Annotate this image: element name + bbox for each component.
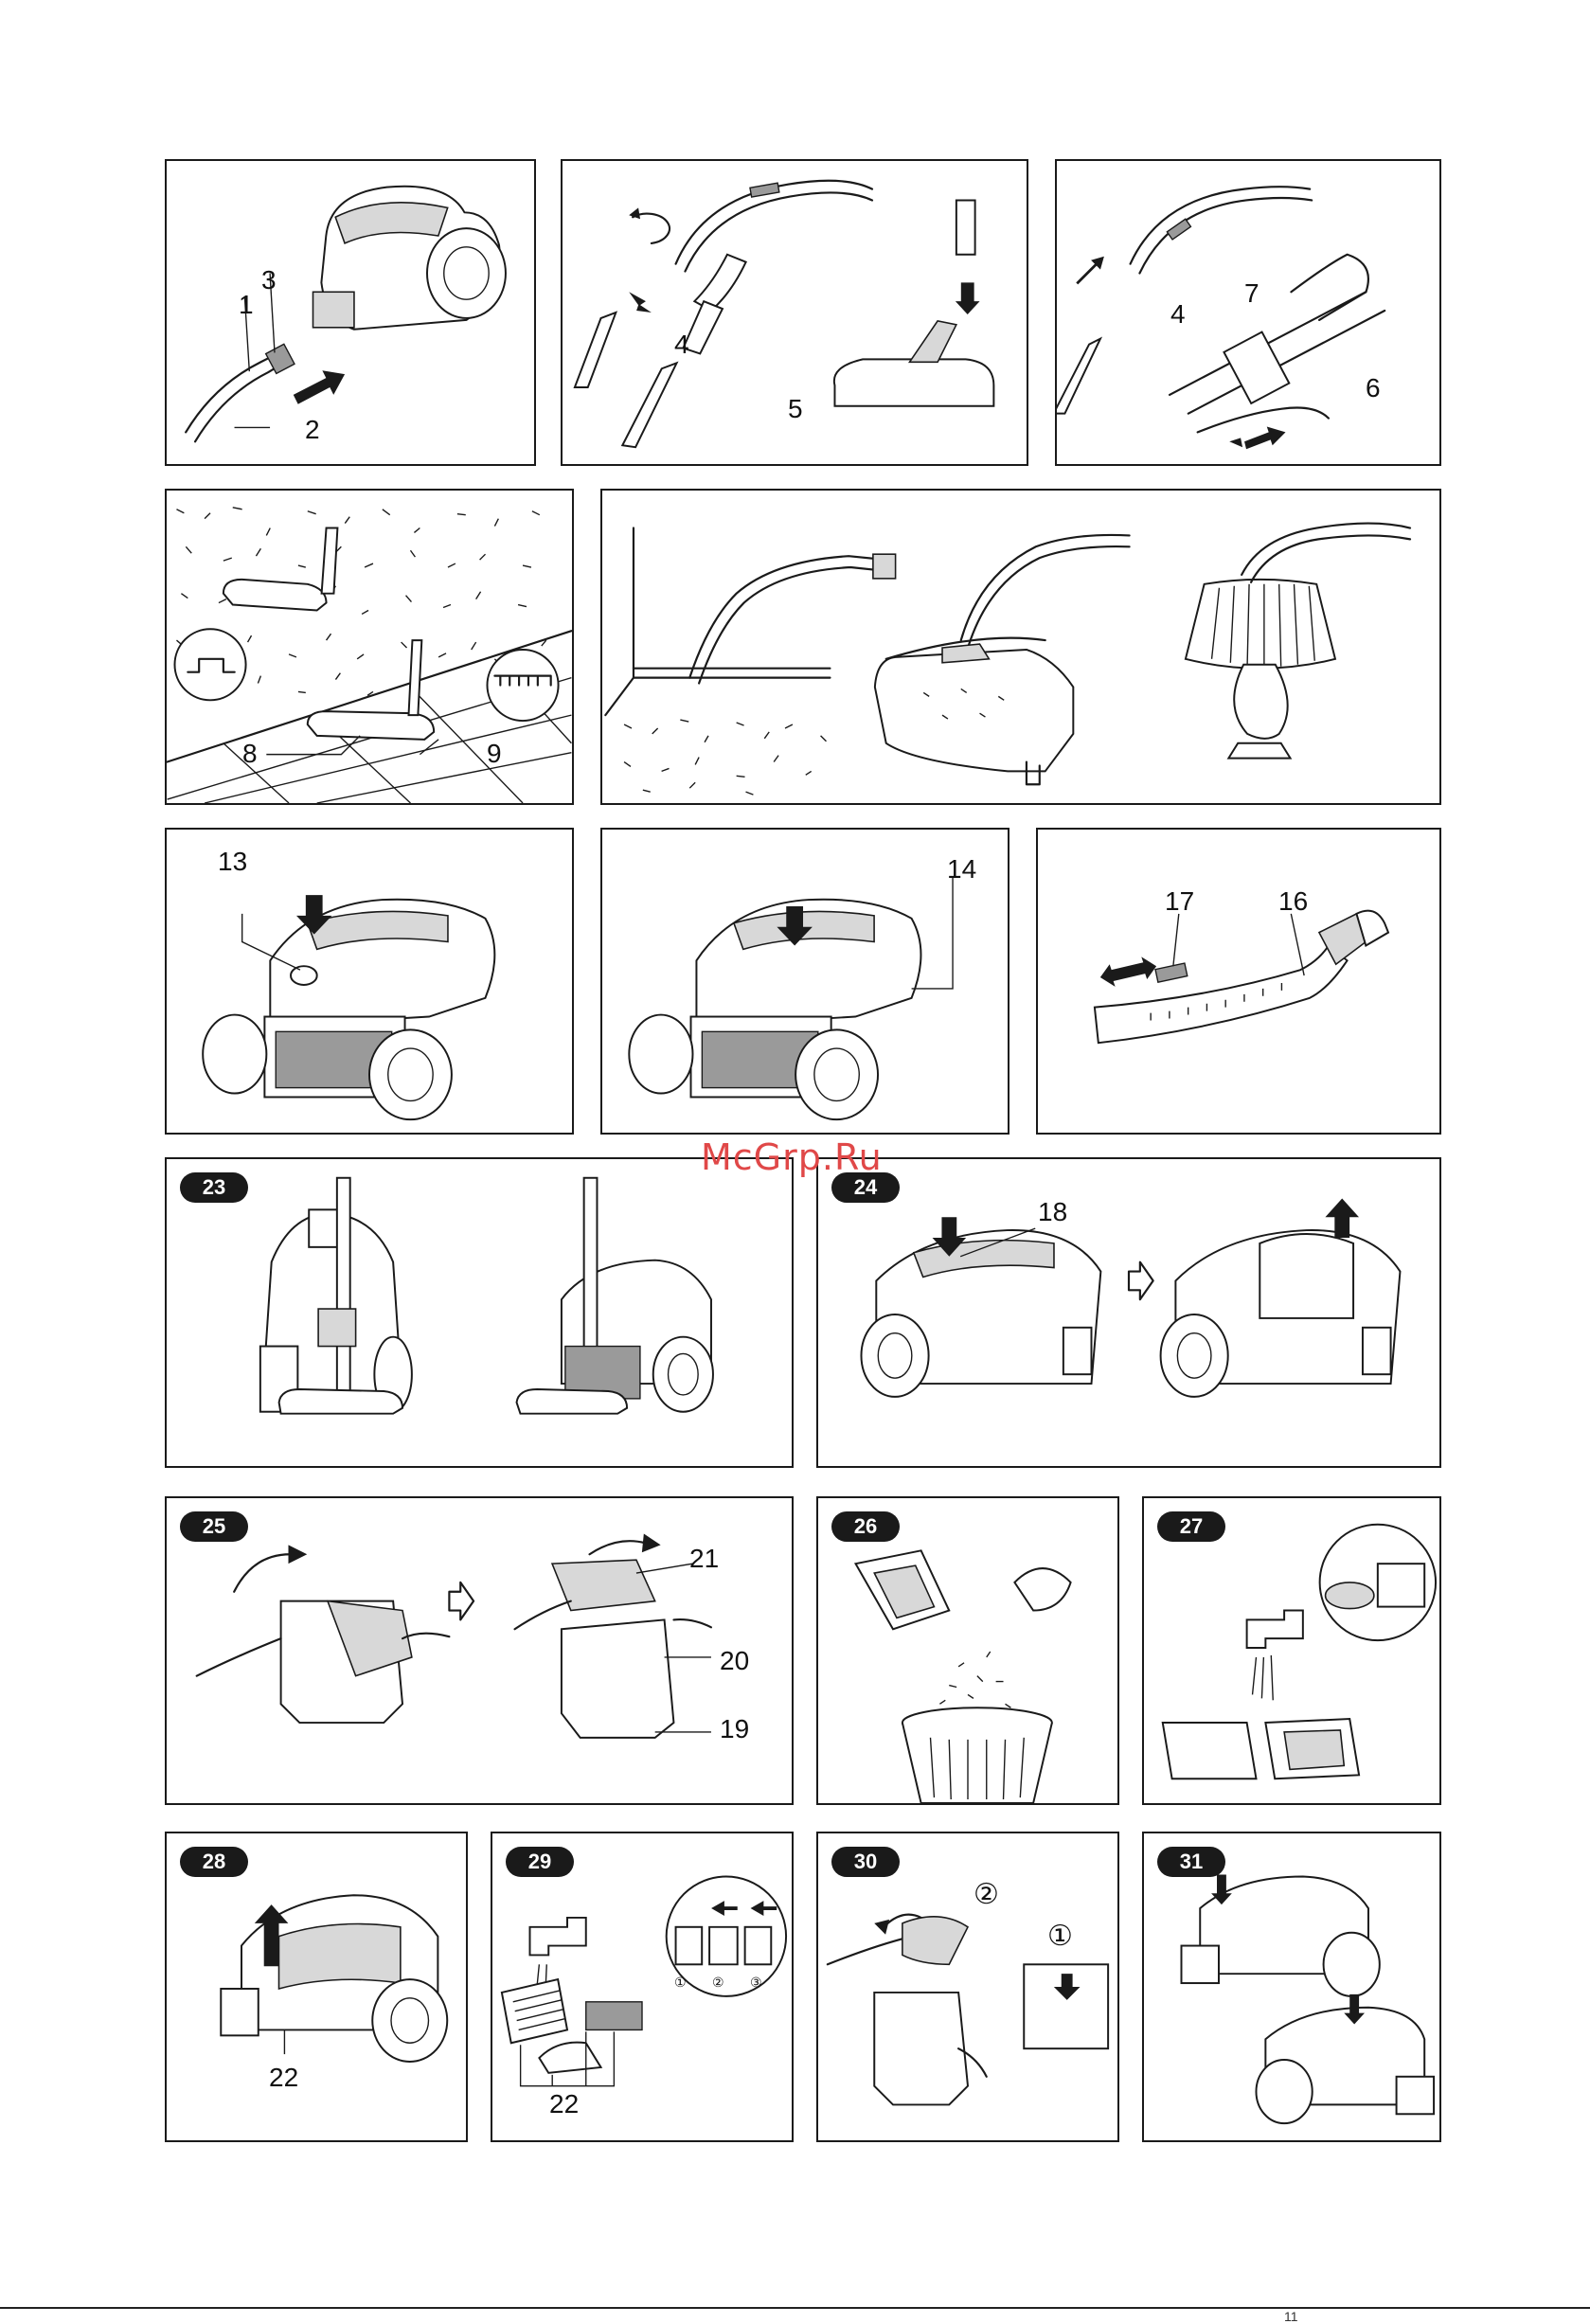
circled-3: ③: [750, 1975, 762, 1989]
callout-4: 4: [1170, 301, 1186, 328]
wash-motor-filter-illustration: [492, 1833, 792, 2140]
figure-panel-floor-nozzle-modes: 8 9: [165, 489, 574, 805]
callout-4: 4: [674, 331, 689, 358]
callout-17: 17: [1165, 888, 1194, 915]
watermark: McGrp.Ru: [701, 1136, 883, 1178]
figure-panel-hose-connect: 1 3 2: [165, 159, 536, 466]
step-badge-31: 31: [1157, 1847, 1225, 1877]
figure-panel-cleaning-uses: [600, 489, 1441, 805]
callout-8: 8: [242, 741, 258, 767]
hose-suction-control-illustration: [1038, 830, 1439, 1133]
figure-panel-power-button: 13: [165, 828, 574, 1135]
callout-19: 19: [720, 1716, 749, 1743]
vacuum-hose-connect-illustration: [167, 161, 534, 464]
callout-16: 16: [1278, 888, 1308, 915]
dust-container-release-illustration: [818, 1159, 1439, 1466]
callout-21: 21: [689, 1546, 719, 1572]
figure-panel-step-31: 31: [1142, 1832, 1441, 2142]
callout-2: 2: [305, 417, 320, 443]
figure-panel-step-29: 29 22 ① ② ③: [491, 1832, 794, 2142]
callout-5: 5: [788, 396, 803, 422]
step-badge-23: 23: [180, 1172, 248, 1203]
step-badge-25: 25: [180, 1511, 248, 1542]
callout-9: 9: [487, 741, 502, 767]
step-badge-27: 27: [1157, 1511, 1225, 1542]
figure-panel-step-27: 27: [1142, 1496, 1441, 1805]
callout-14: 14: [947, 856, 976, 883]
callout-3: 3: [261, 267, 277, 294]
callout-22: 22: [549, 2091, 579, 2118]
telescopic-tube-adjust-illustration: [1057, 161, 1439, 464]
empty-dust-into-bin-illustration: [818, 1498, 1117, 1803]
figure-panel-tube-attach: 4 5: [561, 159, 1028, 466]
callout-18: 18: [1038, 1199, 1067, 1225]
corner-sofa-lamp-cleaning-illustration: [602, 491, 1439, 803]
callout-20: 20: [720, 1648, 749, 1674]
callout-22: 22: [269, 2065, 298, 2091]
callout-6: 6: [1366, 375, 1381, 402]
figure-panel-step-30: 30 ② ①: [816, 1832, 1119, 2142]
figure-panel-step-28: 28 22: [165, 1832, 468, 2142]
step-badge-30: 30: [831, 1847, 900, 1877]
circled-1: ①: [674, 1975, 687, 1989]
wash-container-and-filter-illustration: [1144, 1498, 1439, 1803]
figure-panel-suction-slider: 17 16: [1036, 828, 1441, 1135]
callout-13: 13: [218, 849, 247, 875]
circled-2: ②: [974, 1881, 999, 1909]
step-badge-29: 29: [506, 1847, 574, 1877]
figure-panel-step-25: 25 21 20 19: [165, 1496, 794, 1805]
step-badge-28: 28: [180, 1847, 248, 1877]
circled-1: ①: [1047, 1922, 1073, 1951]
circled-2: ②: [712, 1975, 724, 1989]
page-divider: [0, 2307, 1590, 2309]
figure-panel-step-26: 26: [816, 1496, 1119, 1805]
reinstall-dust-container-illustration: [1144, 1833, 1439, 2140]
figure-panel-step-23: 23: [165, 1157, 794, 1468]
figure-panel-cord-rewind: 14: [600, 828, 1009, 1135]
reassemble-dust-container-illustration: [818, 1833, 1117, 2140]
callout-7: 7: [1244, 280, 1259, 307]
page-number: 11: [1284, 2309, 1298, 2324]
vacuum-parking-storage-illustration: [167, 1159, 792, 1466]
callout-1: 1: [239, 292, 254, 318]
step-badge-26: 26: [831, 1511, 900, 1542]
figure-panel-tube-length: 7 4 6: [1055, 159, 1441, 466]
carpet-and-hard-floor-illustration: [167, 491, 572, 803]
remove-motor-filter-illustration: [167, 1833, 466, 2140]
figure-panel-step-24: 24 18: [816, 1157, 1441, 1468]
